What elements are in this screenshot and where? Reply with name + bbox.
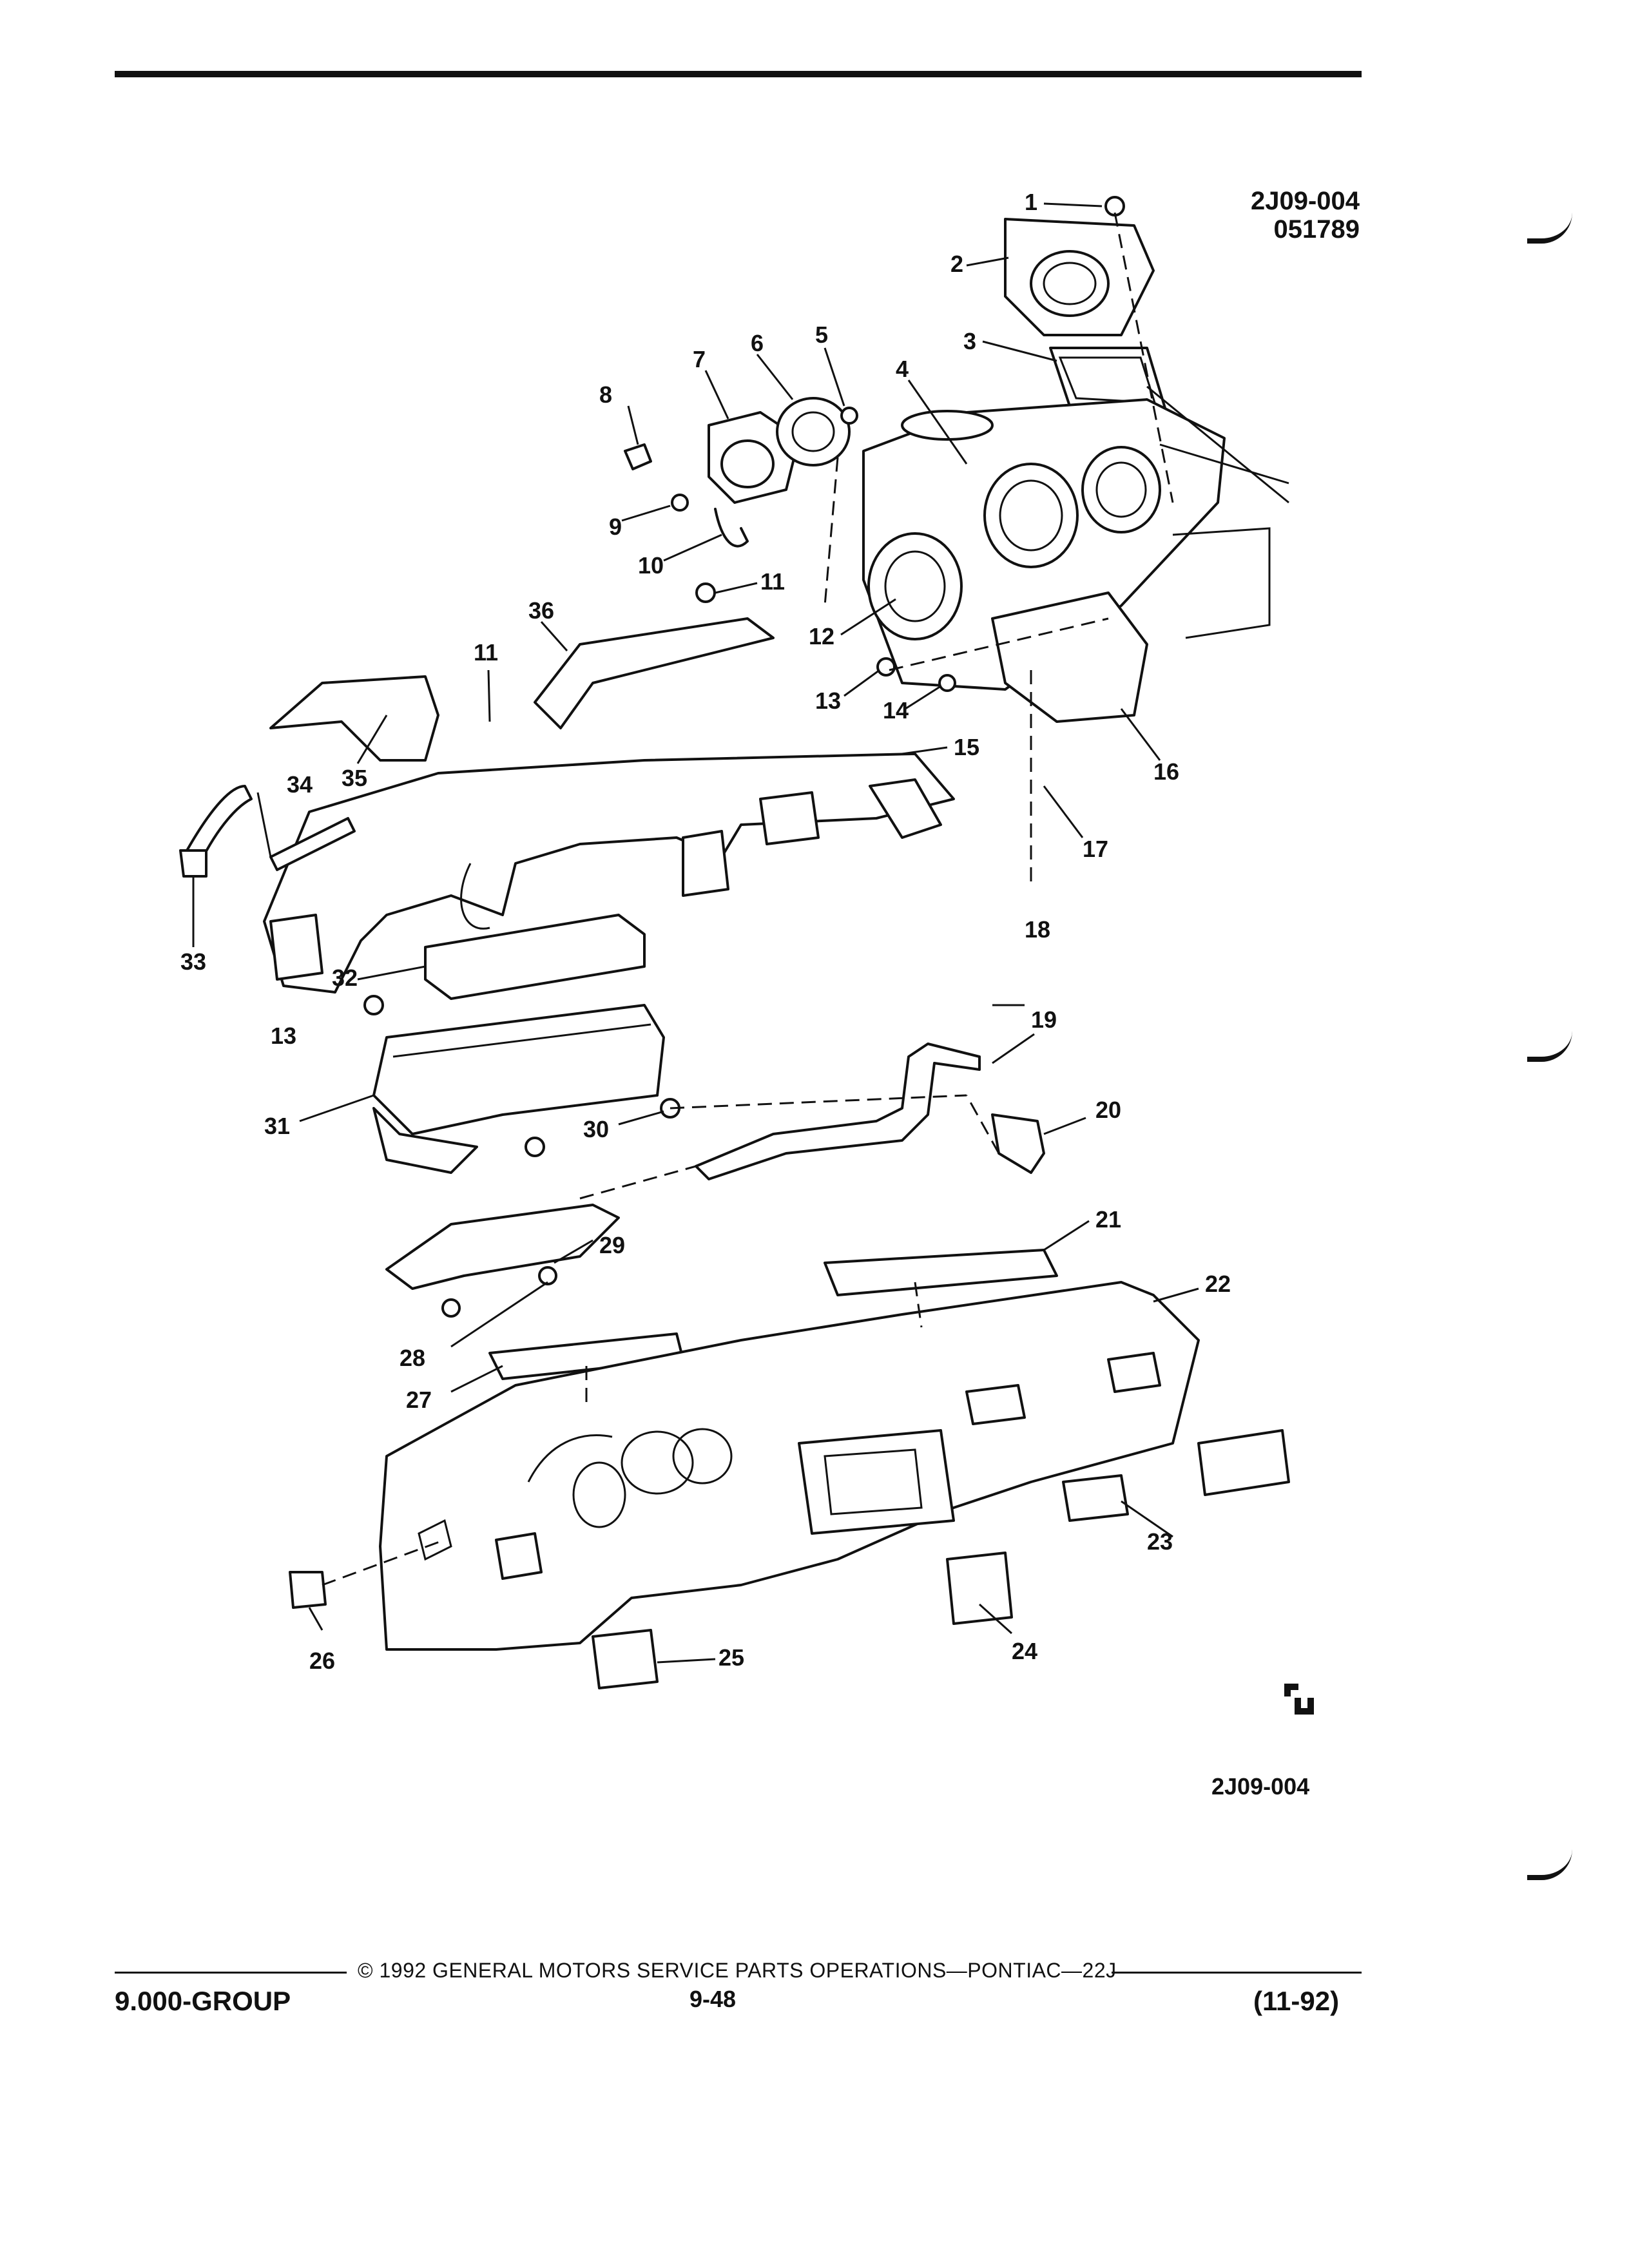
binding-mark [1527, 1031, 1572, 1062]
callout-label: 21 [1095, 1206, 1121, 1233]
top-rule [115, 71, 1362, 77]
callout-label: 11 [474, 639, 498, 666]
blower-wheel [776, 397, 851, 466]
callout-label: 25 [718, 1644, 744, 1671]
footer-rule-right [1112, 1972, 1362, 1974]
callout-label: 7 [693, 346, 706, 372]
callout-label: 14 [883, 697, 909, 724]
air-inlet-duct [1004, 196, 1155, 336]
callout-label: 27 [406, 1387, 432, 1413]
aspirator-hose [695, 1043, 1045, 1180]
callout-label: 19 [1031, 1006, 1057, 1033]
callout-label: 32 [332, 965, 358, 991]
footer-group: 9.000-GROUP [115, 1986, 291, 2016]
gm-spo-logo-icon [1279, 1678, 1318, 1717]
callout-leaders [192, 202, 1199, 1664]
callout-label: 3 [963, 328, 976, 354]
callout-label: 12 [809, 623, 834, 649]
callout-label: 16 [1153, 758, 1179, 785]
callout-label: 8 [599, 381, 612, 408]
callout-label: 2 [950, 251, 963, 277]
callout-label: 20 [1095, 1097, 1121, 1123]
callout-label: 9 [609, 514, 622, 540]
drawing-id-block: 2J09-004 051789 [1192, 187, 1360, 244]
defroster-grilles [488, 1249, 1058, 1380]
callout-label: 34 [287, 771, 313, 798]
callout-label: 36 [528, 597, 554, 624]
callout-label: 31 [264, 1113, 290, 1139]
footer-page-number: 9-48 [689, 1986, 737, 2012]
side-window-duct [269, 675, 439, 762]
binding-mark [1527, 213, 1572, 244]
callout-label: 22 [1205, 1271, 1231, 1297]
callout-label: 15 [954, 734, 979, 760]
callout-label: 24 [1012, 1638, 1037, 1664]
callout-label: 5 [815, 322, 828, 348]
blower-heater-case [862, 385, 1289, 723]
callout-label: 30 [583, 1116, 609, 1142]
callout-label: 13 [815, 687, 841, 714]
callout-labels: 1 2 3 4 5 6 7 8 9 10 11 11 12 13 13 14 1… [180, 189, 1231, 1674]
callout-label: 10 [638, 552, 664, 579]
drawing-id-top: 2J09-004 [1250, 187, 1360, 215]
main-distribution-duct [263, 753, 955, 994]
callout-label: 35 [342, 765, 367, 791]
footer-copyright: © 1992 GENERAL MOTORS SERVICE PARTS OPER… [358, 1959, 1117, 1982]
assembly-centerlines [322, 212, 1174, 1586]
callout-label: 26 [309, 1648, 335, 1674]
callout-label: 29 [599, 1232, 625, 1258]
callout-label: 11 [760, 568, 785, 595]
callout-label: 13 [271, 1023, 296, 1049]
callout-label: 28 [400, 1345, 425, 1371]
callout-label: 1 [1025, 189, 1037, 215]
binding-mark [1527, 1849, 1572, 1880]
callout-label: 23 [1147, 1528, 1173, 1555]
drawing-id-bottom: 2J09-004 [1211, 1773, 1310, 1800]
small-hardware [624, 407, 956, 692]
callout-label: 33 [180, 948, 206, 975]
upper-defroster-duct [534, 617, 775, 729]
footer-rule-left [115, 1972, 347, 1974]
instrument-panel [379, 1281, 1200, 1651]
center-duct-assembly [363, 914, 680, 1174]
lower-bracket [385, 1204, 620, 1318]
callout-label: 17 [1083, 836, 1108, 862]
side-hose [179, 785, 356, 878]
callout-label: 18 [1025, 916, 1050, 943]
drawing-date-code: 051789 [1273, 215, 1360, 244]
vent-outlets [289, 1429, 1290, 1689]
callout-label: 4 [896, 356, 909, 382]
callout-label: 6 [751, 330, 764, 356]
footer-date: (11-92) [1253, 1986, 1340, 2016]
